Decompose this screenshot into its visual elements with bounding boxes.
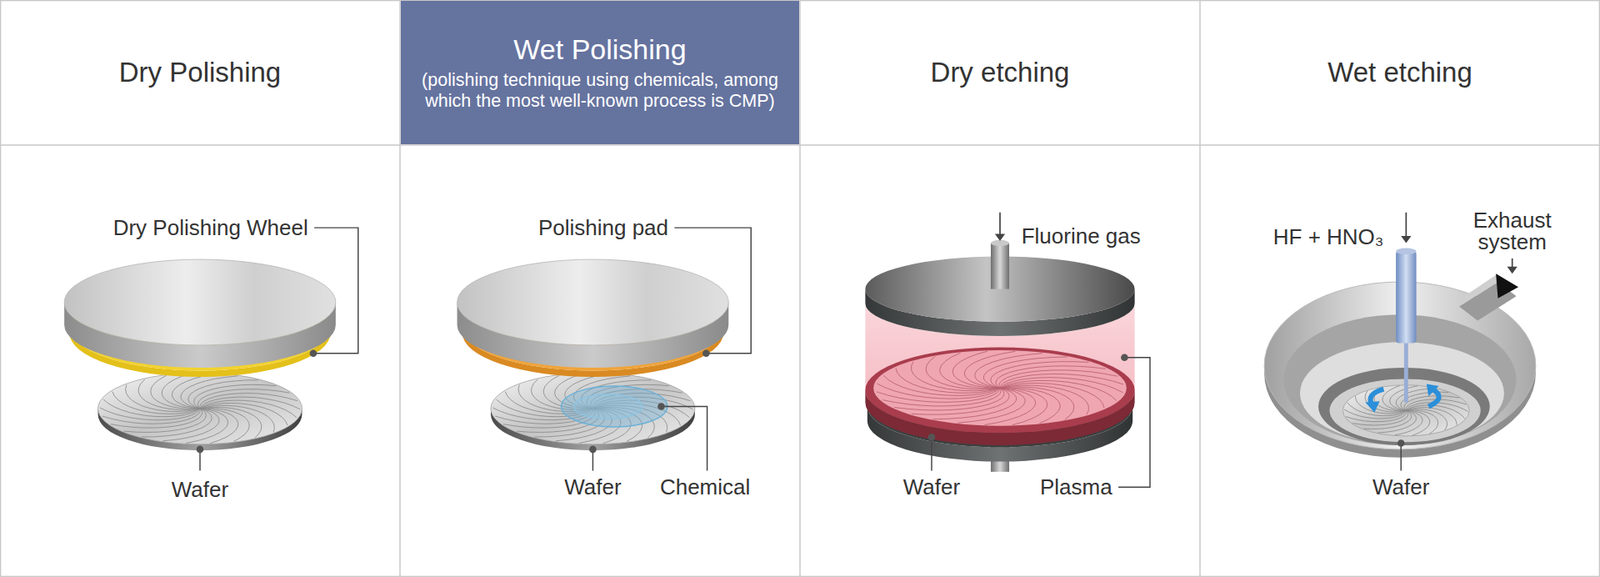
etchant-flow-arrow	[1405, 212, 1407, 237]
exhaust-arrow	[1511, 258, 1514, 268]
highlighted-header-cell: Wet Polishing(polishing technique using …	[400, 0, 800, 145]
wafer-groove	[1405, 410, 1438, 434]
leader-line	[660, 405, 707, 470]
part-label: Wafer	[903, 475, 960, 498]
exhaust-opening	[1495, 273, 1519, 298]
gas-flow-arrow	[995, 233, 1005, 241]
leader-dot	[310, 349, 318, 357]
header-cell: Dry etching	[800, 0, 1200, 145]
wafer-rim	[865, 346, 1135, 433]
leader-dot	[702, 349, 710, 357]
etchant-flow-arrow	[1400, 235, 1411, 244]
wafer-groove	[200, 400, 297, 418]
part-label: Plasma	[1040, 475, 1113, 498]
wafer	[873, 350, 1127, 426]
gas-flow-arrow	[999, 212, 1001, 235]
wafer-groove	[197, 389, 290, 409]
header-cell: Wet etching	[1200, 0, 1600, 145]
wafer-groove	[185, 408, 228, 444]
wafer-groove	[952, 350, 1000, 388]
column-subheading: (polishing technique using chemicals, am…	[417, 70, 783, 113]
leader-dot	[928, 433, 936, 441]
table-rule	[0, 144, 1600, 145]
part-label: Wafer	[564, 475, 621, 498]
leader-dot	[1397, 439, 1405, 447]
part-label: Wafer	[171, 478, 229, 500]
part-label: Polishing pad	[538, 216, 669, 239]
column-heading: Wet etching	[1327, 55, 1473, 90]
rotation-arrow	[1365, 400, 1380, 412]
leader-dot	[657, 402, 665, 410]
exhaust-duct	[1459, 273, 1499, 306]
wafer-groove	[1000, 387, 1060, 423]
wafer-grooves	[100, 373, 300, 444]
wafer	[490, 372, 695, 445]
polishing-wheel	[64, 259, 336, 345]
leader-line	[674, 227, 751, 354]
part-label: Wafer	[1372, 475, 1430, 498]
wafer-groove	[200, 406, 262, 438]
leader-line	[1400, 443, 1401, 471]
part-label: Exhaust system	[1462, 209, 1563, 253]
wafer-groove	[940, 352, 1000, 388]
leader-dot	[1120, 353, 1129, 361]
wafer-groove	[200, 408, 250, 442]
leader-dot	[589, 445, 597, 454]
etchant-nozzle	[1395, 250, 1416, 343]
nozzle-tip	[1404, 340, 1409, 402]
wafer-groove	[1000, 380, 1117, 400]
wafer-groove	[200, 403, 288, 426]
leader-line	[1118, 357, 1150, 488]
part-label: Fluorine gas	[1021, 225, 1141, 247]
polishing-head	[457, 259, 730, 345]
part-label: HF + HNO₃	[1273, 225, 1385, 248]
rotation-arrow	[1426, 384, 1440, 397]
wafer-groove	[1000, 387, 1048, 425]
wafer-grooves	[492, 373, 693, 444]
header-cell: Dry Polishing	[0, 0, 400, 145]
column-heading: Wet Polishing	[513, 32, 686, 67]
table-rule	[799, 0, 800, 577]
leader-dot	[196, 445, 205, 454]
leader-line	[314, 227, 359, 354]
part-label: Dry Polishing Wheel	[113, 216, 309, 239]
column-heading: Dry etching	[930, 55, 1070, 90]
gas-inlet-rod	[990, 242, 1010, 289]
column-heading: Dry Polishing	[119, 55, 281, 90]
wafer-groove	[103, 399, 200, 417]
wafer-groove	[171, 373, 214, 409]
wafer-groove	[1000, 386, 1075, 420]
wafer	[98, 372, 303, 445]
part-label: Chemical	[660, 475, 750, 498]
wafer-groove	[110, 408, 203, 428]
chemical-slurry	[560, 385, 667, 427]
leader-line	[930, 436, 932, 470]
wafer-grooves	[876, 350, 1124, 425]
exhaust-arrow	[1507, 266, 1518, 275]
wafer-groove	[1000, 385, 1089, 415]
wafer-groove	[112, 391, 200, 415]
table-rule	[1199, 0, 1200, 577]
chemical-slurry	[573, 394, 643, 419]
wafer-groove	[138, 379, 200, 410]
etchant-nozzle	[1395, 248, 1416, 255]
